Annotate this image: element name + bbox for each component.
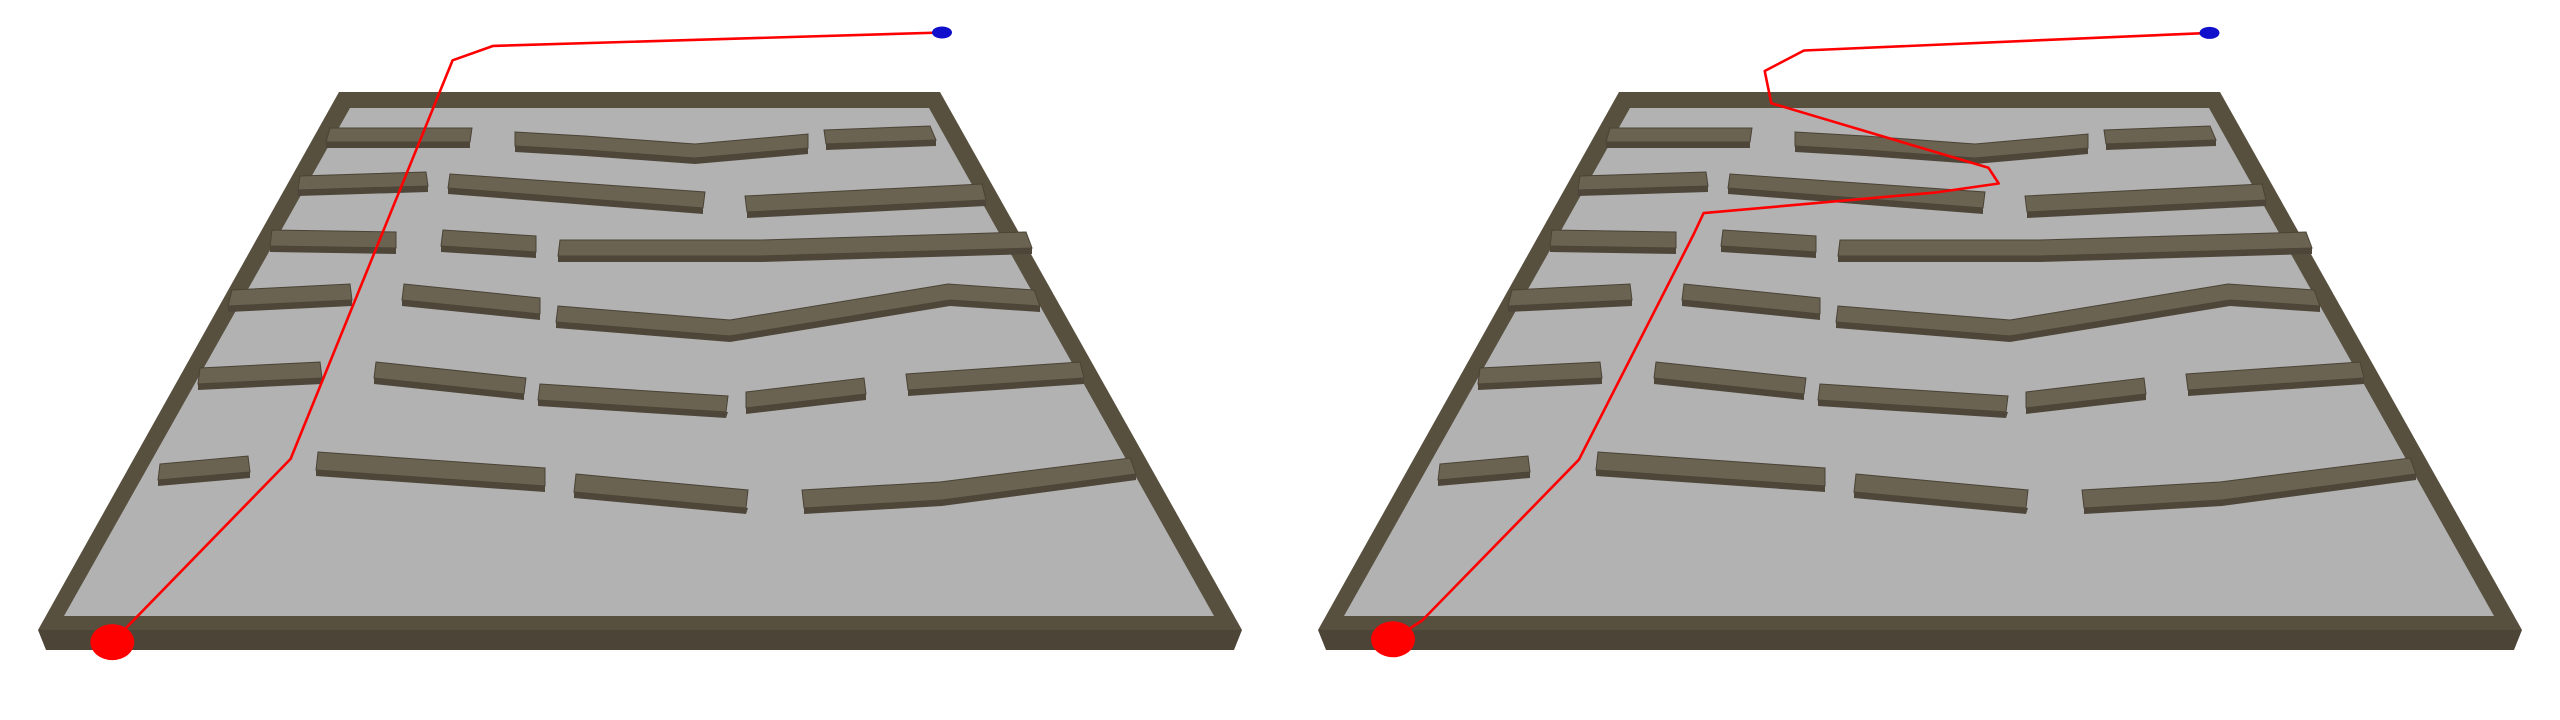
maze-panel-left: [37, 26, 1243, 661]
start-marker: [1371, 621, 1415, 658]
goal-marker: [932, 26, 952, 39]
path-line: [1391, 31, 2211, 641]
goal-marker: [2199, 26, 2220, 39]
path-line: [111, 31, 944, 644]
maze-panel-right: [1317, 26, 2523, 658]
start-marker: [90, 624, 135, 661]
